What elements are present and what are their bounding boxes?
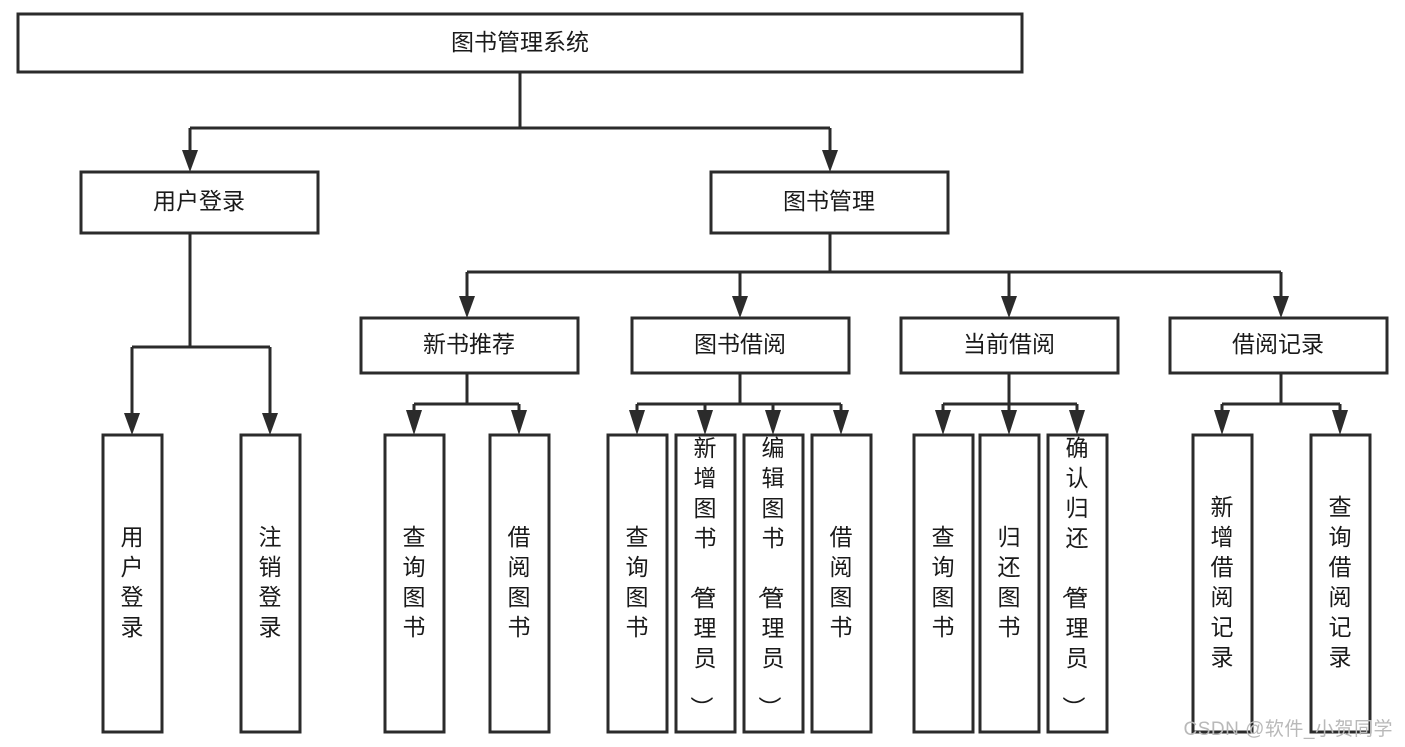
arrow-to-leaf-confirm-return (1069, 410, 1085, 435)
node-leaf-add-book-box[interactable] (674, 433, 737, 734)
node-book-manage-box[interactable] (709, 170, 950, 235)
node-book-borrow[interactable]: 图书借阅 (630, 316, 851, 375)
node-leaf-logout[interactable]: 注销登录 (239, 433, 302, 734)
node-leaf-logout-box[interactable] (239, 433, 302, 734)
arrow-to-leaf-return-book (1001, 410, 1017, 435)
node-current-borrow[interactable]: 当前借阅 (899, 316, 1120, 375)
arrow-to-book-borrow (732, 296, 748, 318)
node-new-book-rec-label: 新书推荐 (423, 331, 515, 357)
node-leaf-query-book-3-box[interactable] (912, 433, 975, 734)
node-leaf-query-book-3-label: 查询图书 (932, 524, 955, 640)
node-leaf-user-login-label: 用户登录 (121, 524, 144, 640)
node-leaf-return-book-label: 归还图书 (998, 524, 1021, 640)
node-leaf-edit-book-label: 编辑图书（管理员） (757, 435, 785, 719)
node-leaf-edit-book-box[interactable] (742, 433, 805, 734)
node-new-book-rec[interactable]: 新书推荐 (359, 316, 580, 375)
arrow-to-leaf-borrow-book-1 (511, 410, 527, 435)
node-leaf-edit-book[interactable]: 编辑图书（管理员） (742, 433, 805, 734)
node-leaf-query-record[interactable]: 查询借阅记录 (1309, 433, 1372, 734)
arrow-to-leaf-edit-book (765, 410, 781, 435)
node-book-borrow-box[interactable] (630, 316, 851, 375)
node-leaf-confirm-return[interactable]: 确认归还（管理员） (1046, 433, 1109, 734)
node-leaf-add-record[interactable]: 新增借阅记录 (1191, 433, 1254, 734)
node-leaf-return-book[interactable]: 归还图书 (978, 433, 1041, 734)
node-leaf-logout-label: 注销登录 (259, 524, 282, 640)
node-leaf-query-book-1-label: 查询图书 (403, 524, 426, 640)
node-leaf-add-book-label: 新增图书（管理员） (689, 435, 717, 719)
arrow-to-leaf-query-book-2 (629, 410, 645, 435)
node-leaf-borrow-book-1-label: 借阅图书 (508, 524, 531, 640)
node-book-manage[interactable]: 图书管理 (709, 170, 950, 235)
arrow-to-leaf-borrow-book-2 (833, 410, 849, 435)
node-leaf-borrow-book-2[interactable]: 借阅图书 (810, 433, 873, 734)
node-leaf-add-record-box[interactable] (1191, 433, 1254, 734)
node-leaf-user-login[interactable]: 用户登录 (101, 433, 164, 734)
node-leaf-confirm-return-label: 确认归还（管理员） (1061, 435, 1089, 719)
node-user-login[interactable]: 用户登录 (79, 170, 320, 235)
arrow-to-current-borrow (1001, 296, 1017, 318)
node-leaf-query-book-2-box[interactable] (606, 433, 669, 734)
node-book-manage-label: 图书管理 (783, 188, 875, 214)
node-leaf-query-book-1-box[interactable] (383, 433, 446, 734)
arrow-to-book-manage (822, 150, 838, 172)
node-current-borrow-label: 当前借阅 (963, 331, 1055, 357)
node-borrow-record-box[interactable] (1168, 316, 1389, 375)
node-leaf-return-book-box[interactable] (978, 433, 1041, 734)
node-borrow-record[interactable]: 借阅记录 (1168, 316, 1389, 375)
node-current-borrow-box[interactable] (899, 316, 1120, 375)
node-leaf-add-book[interactable]: 新增图书（管理员） (674, 433, 737, 734)
arrow-to-leaf-query-book-3 (935, 410, 951, 435)
arrow-to-leaf-user-login (124, 413, 140, 435)
node-leaf-user-login-box[interactable] (101, 433, 164, 734)
node-leaf-borrow-book-2-box[interactable] (810, 433, 873, 734)
node-leaf-query-record-label: 查询借阅记录 (1329, 494, 1352, 670)
node-leaf-add-record-label: 新增借阅记录 (1211, 494, 1234, 670)
arrow-to-leaf-logout (262, 413, 278, 435)
node-borrow-record-label: 借阅记录 (1232, 331, 1324, 357)
node-leaf-query-book-3[interactable]: 查询图书 (912, 433, 975, 734)
node-root-label: 图书管理系统 (451, 29, 589, 55)
connector-layer (124, 72, 1348, 435)
arrow-to-user-login (182, 150, 198, 172)
node-user-login-box[interactable] (79, 170, 320, 235)
node-leaf-query-book-2-label: 查询图书 (626, 524, 649, 640)
arrow-to-new-book-rec (459, 296, 475, 318)
node-root-box[interactable] (16, 12, 1024, 74)
node-leaf-query-record-box[interactable] (1309, 433, 1372, 734)
node-root[interactable]: 图书管理系统 (16, 12, 1024, 74)
node-new-book-rec-box[interactable] (359, 316, 580, 375)
node-user-login-label: 用户登录 (153, 188, 245, 214)
arrow-to-leaf-query-book-1 (406, 410, 422, 435)
arrow-to-leaf-add-record (1214, 410, 1230, 435)
node-leaf-query-book-1[interactable]: 查询图书 (383, 433, 446, 734)
arrow-to-leaf-add-book (697, 410, 713, 435)
arrow-to-borrow-record (1273, 296, 1289, 318)
node-leaf-borrow-book-2-label: 借阅图书 (830, 524, 853, 640)
node-book-borrow-label: 图书借阅 (694, 331, 786, 357)
node-leaf-query-book-2[interactable]: 查询图书 (606, 433, 669, 734)
arrow-to-leaf-query-record (1332, 410, 1348, 435)
node-leaf-borrow-book-1-box[interactable] (488, 433, 551, 734)
node-leaf-borrow-book-1[interactable]: 借阅图书 (488, 433, 551, 734)
node-leaf-confirm-return-box[interactable] (1046, 433, 1109, 734)
